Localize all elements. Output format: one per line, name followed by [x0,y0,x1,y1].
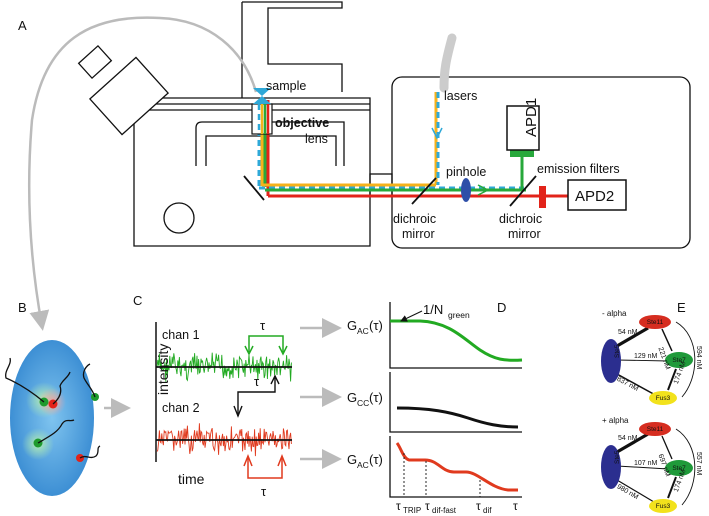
condition-minus-alpha: - alpha [602,309,627,318]
curve-gcc [396,406,519,429]
svg-text:Fus3: Fus3 [656,503,671,510]
svg-text:τ: τ [396,499,401,513]
label-dichroic-1a: dichroic [393,212,436,226]
svg-text:54 nM: 54 nM [618,435,638,442]
curve-gac-green [390,319,523,362]
panel-label-d: D [497,300,506,315]
emission-filter-red [539,186,546,208]
svg-text:1/N: 1/N [423,302,443,317]
label-emission-filters: emission filters [537,162,620,176]
tau-bracket-chan2 [243,453,287,479]
svg-text:Fus3: Fus3 [656,395,671,402]
eyepiece [77,44,170,136]
label-intensity: intensity [155,344,171,395]
apd1-box [506,105,540,151]
label-dichroic-2a: dichroic [499,212,542,226]
zoom-arrow [28,16,258,331]
n-green-annotation: 1/N green [400,302,470,322]
svg-text:CC: CC [357,398,369,408]
gcc-label: G CC (τ) [347,390,383,408]
label-chan2: chan 2 [162,401,200,415]
svg-text:AC: AC [357,326,369,336]
label-chan1: chan 1 [162,328,200,342]
svg-text:τ: τ [476,499,481,513]
gac-red-label: G AC (τ) [347,452,383,470]
svg-text:Ste7: Ste7 [672,357,686,364]
label-dichroic-1b: mirror [402,227,435,241]
label-apd1: APD1 [523,98,540,137]
emission-filter-green [510,150,534,157]
svg-text:Ste5: Ste5 [614,344,621,358]
tau-bracket-cross [233,374,280,418]
network-plus-alpha: Ste5 Ste11 Ste7 Fus3 54 nM 697 nM 107 nM… [601,422,702,513]
svg-text:107 nM: 107 nM [634,460,658,467]
pinhole [461,178,471,202]
label-apd2: APD2 [575,188,614,205]
svg-text:129 nM: 129 nM [634,353,658,360]
tick-tau-dif: τ dif [476,499,492,515]
svg-text:594 nM: 594 nM [695,346,702,370]
panel-label-e: E [677,300,686,315]
svg-text:Ste7: Ste7 [672,465,686,472]
beam-arrow-down [431,127,443,140]
svg-text:Ste5: Ste5 [614,450,621,464]
fiber-cable [439,33,457,93]
svg-text:AC: AC [357,460,369,470]
gac-green-label: G AC (τ) [347,318,383,336]
svg-text:Ste11: Ste11 [647,426,664,433]
svg-text:green: green [448,310,470,320]
label-lasers: lasers [444,89,477,103]
svg-text:(τ): (τ) [369,452,383,467]
tick-tau-dif-fast: τ dif-fast [425,499,457,515]
beam-arrow-right [477,184,490,196]
panel-label-c: C [133,293,142,308]
tick-lines [403,453,481,497]
optics [243,175,537,207]
svg-text:G: G [347,452,357,467]
label-time: time [178,471,205,487]
svg-text:dif: dif [483,506,492,515]
svg-text:TRIP: TRIP [403,506,421,515]
svg-text:(τ): (τ) [369,318,383,333]
svg-text:Ste11: Ste11 [647,319,664,326]
tick-tau: τ [513,499,518,513]
correlation-axes [389,302,522,498]
curve-gac-red [395,442,518,492]
svg-text:(τ): (τ) [369,390,383,405]
apd2-box [567,179,627,211]
sample-focus [253,88,271,104]
svg-text:54 nM: 54 nM [618,329,638,336]
network-minus-alpha: Ste5 Ste11 Ste7 Fus3 54 nM 221 nM 129 nM… [601,315,702,405]
label-tau-chan1: τ [260,318,266,333]
svg-text:G: G [347,318,357,333]
tick-tau-trip: τ TRIP [396,499,421,515]
label-sample: sample [266,79,306,93]
label-tau-cross: τ [254,374,260,389]
label-objective: objective [275,116,329,130]
panel-label-b: B [18,300,27,315]
svg-text:837 nM: 837 nM [616,376,640,393]
svg-text:τ: τ [425,499,430,513]
label-lens: lens [305,132,328,146]
condition-plus-alpha: + alpha [602,416,629,425]
cell-illustration [5,340,101,496]
panel-label-a: A [18,18,27,33]
trace-chan1 [156,352,292,382]
label-dichroic-2b: mirror [508,227,541,241]
trace-chan2 [156,423,292,457]
svg-text:dif-fast: dif-fast [432,506,457,515]
svg-text:557 nM: 557 nM [695,452,702,476]
label-tau-chan2: τ [261,484,267,499]
svg-text:G: G [347,390,357,405]
label-pinhole: pinhole [446,165,486,179]
tau-bracket-chan1 [244,335,288,356]
